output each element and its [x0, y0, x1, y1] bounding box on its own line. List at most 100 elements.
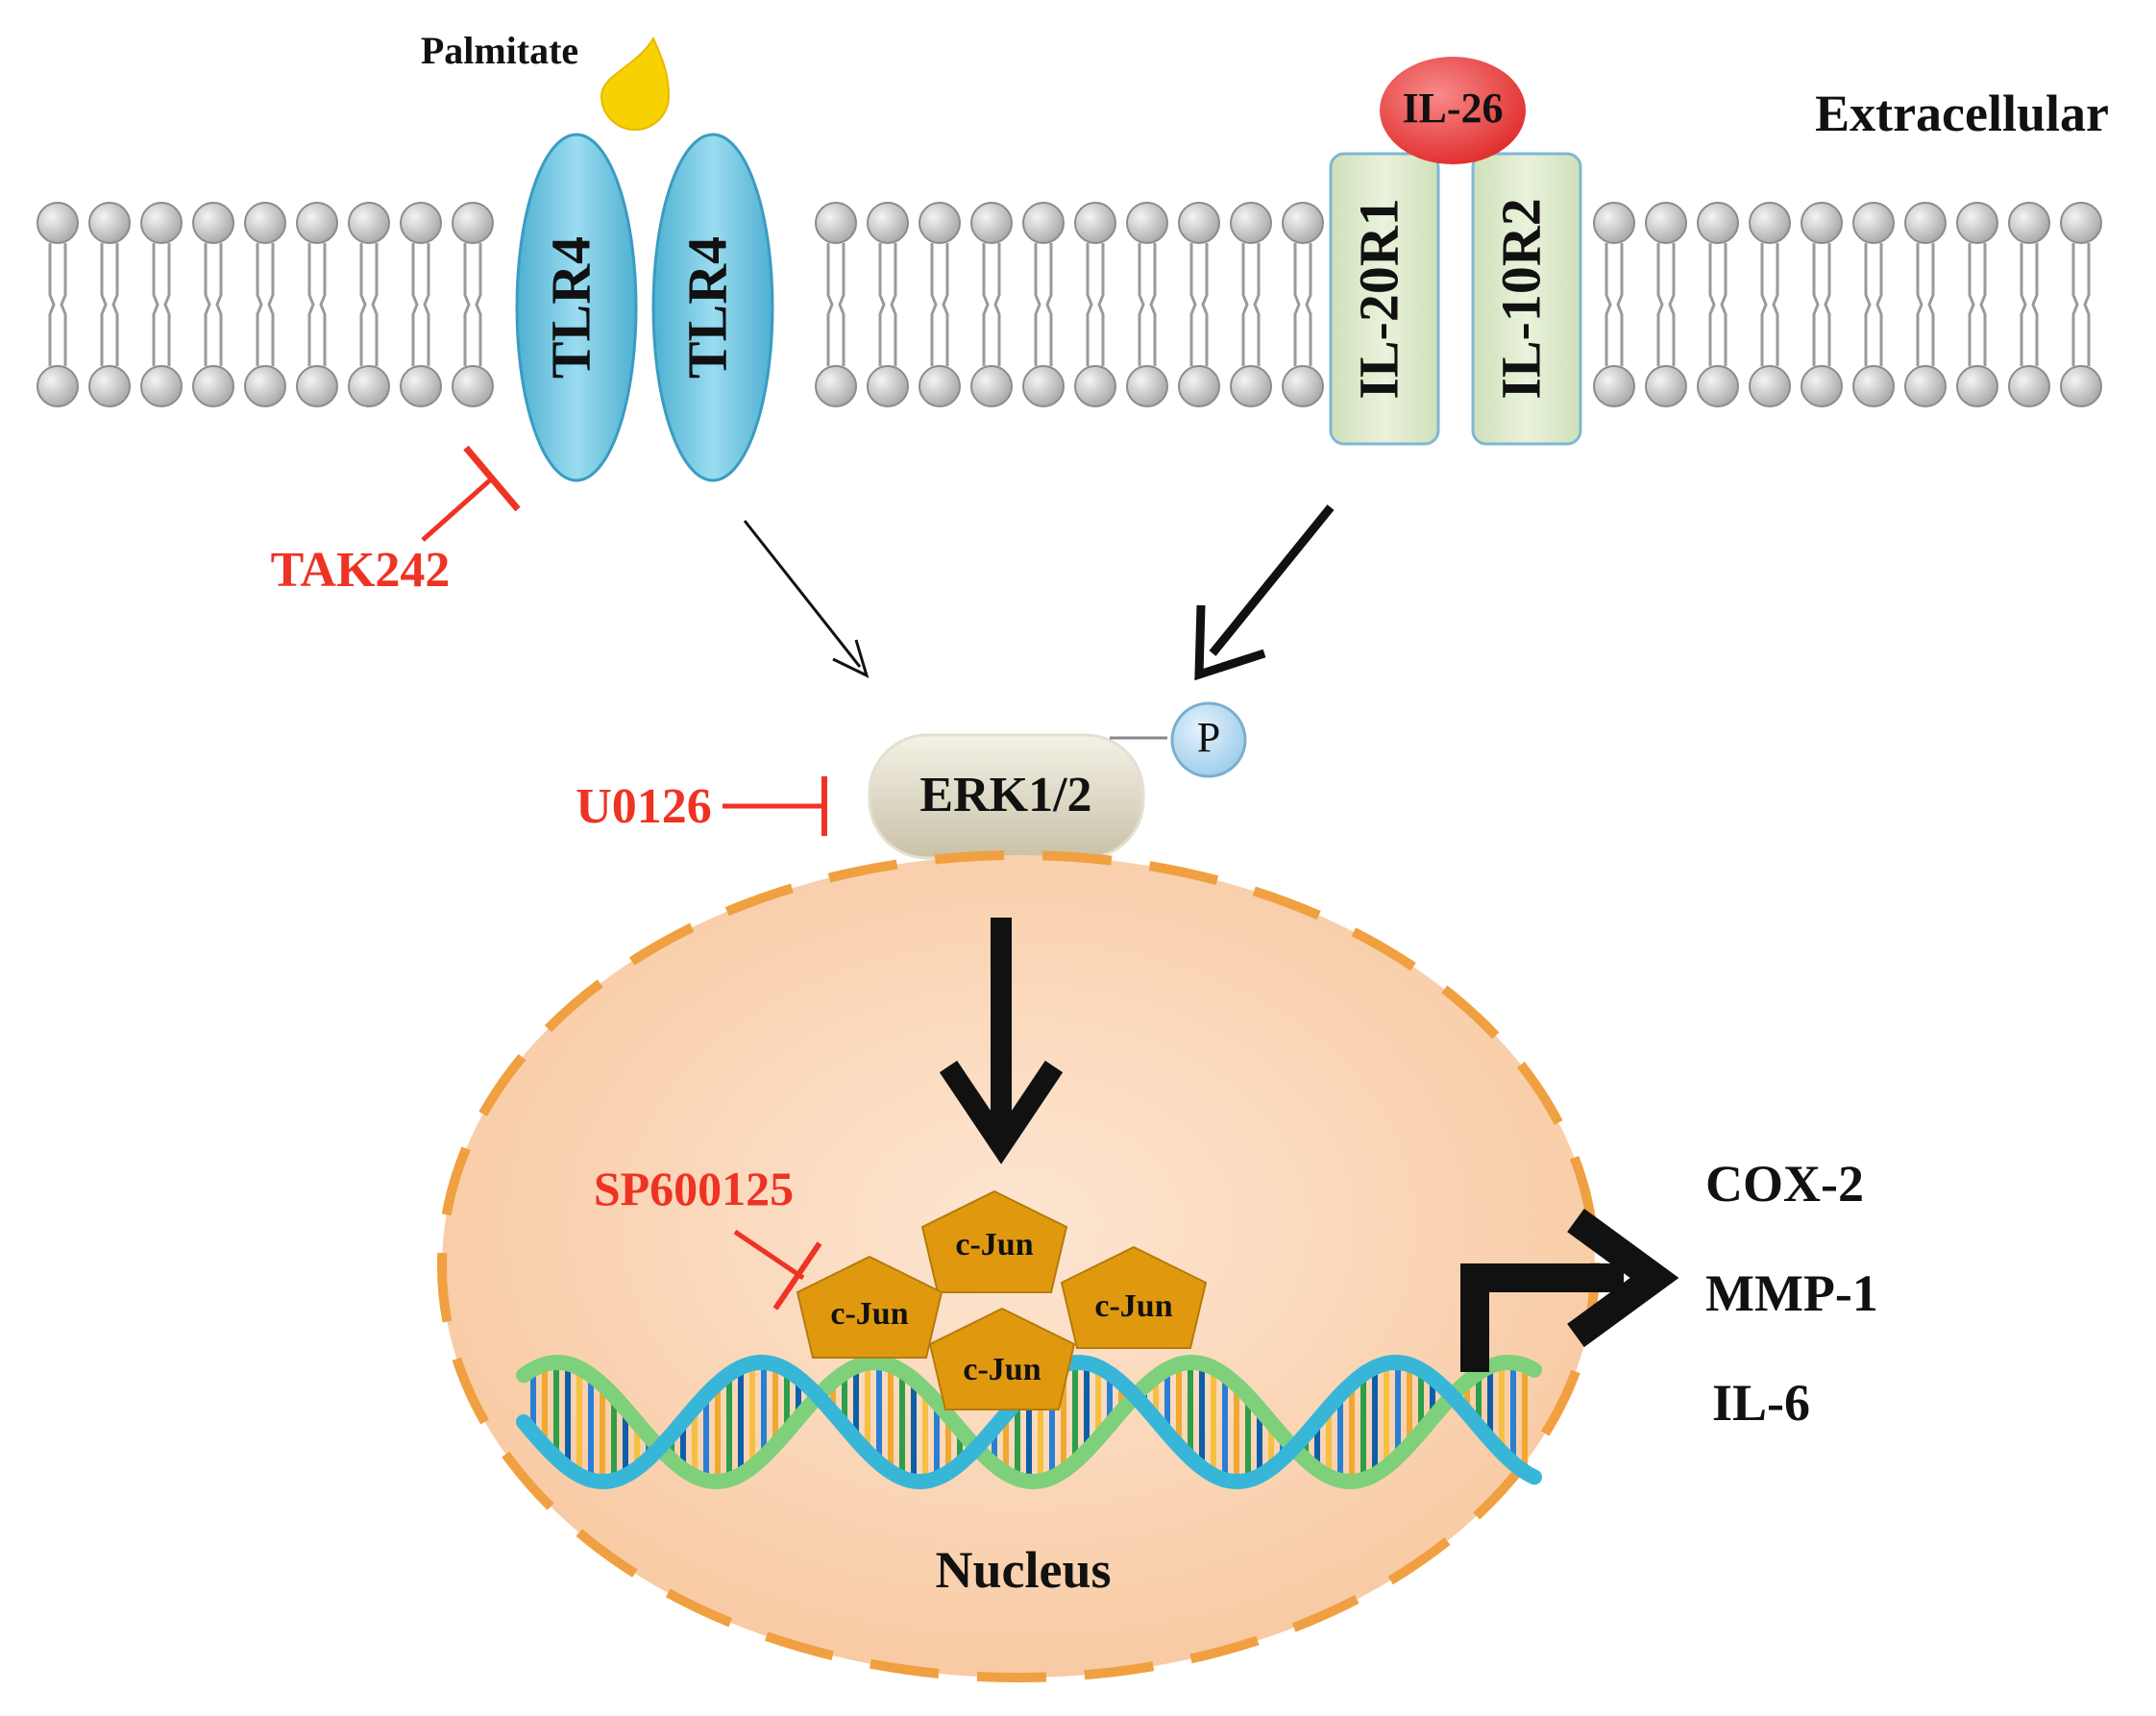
lipid-tail — [1916, 243, 1935, 366]
sp600125-inhibition — [733, 1229, 822, 1311]
lipid-head — [1645, 202, 1687, 244]
lipid-head — [1749, 365, 1791, 407]
lipid-head — [244, 365, 286, 407]
il20r1-label: IL-20R1 — [1347, 198, 1409, 399]
transcription-arrow — [1460, 1208, 1679, 1372]
arrow-il26-receptor-to-erk — [1194, 504, 1335, 681]
lipid-head — [1852, 365, 1895, 407]
lipid-tail — [2020, 243, 2039, 366]
il26-label: IL-26 — [1402, 85, 1503, 132]
dna-strand-green — [516, 1354, 1542, 1490]
lipid-head — [2060, 365, 2102, 407]
lipid-head — [1697, 202, 1739, 244]
palmitate-label: Palmitate — [421, 29, 578, 72]
lipid-head — [1230, 365, 1272, 407]
lipid-tail — [1968, 243, 1987, 366]
lipid-head — [1749, 202, 1791, 244]
lipid-tail — [48, 243, 67, 366]
cjun-protein-left: c-Jun — [796, 1255, 943, 1359]
erk-kinase: ERK1/2 — [868, 733, 1145, 860]
lipid-tail — [411, 243, 430, 366]
lipid-tail — [2071, 243, 2091, 366]
lipid-head — [919, 365, 961, 407]
lipid-head — [37, 202, 79, 244]
il10r2-label: IL-10R2 — [1489, 198, 1552, 399]
lipid-tail — [930, 243, 949, 366]
lipid-head — [37, 365, 79, 407]
phospho-group: P — [1170, 701, 1247, 778]
lipid-tail — [1864, 243, 1883, 366]
tlr4-receptor-right: TLR4 — [651, 133, 774, 482]
cjun-right-label: c-Jun — [1094, 1288, 1172, 1324]
lipid-tail — [100, 243, 119, 366]
lipid-tail — [204, 243, 223, 366]
cjun-protein-top: c-Jun — [920, 1189, 1068, 1293]
phospho-label: P — [1197, 714, 1220, 761]
gene-cox2: COX-2 — [1705, 1155, 1864, 1213]
il10r2-receptor: IL-10R2 — [1471, 152, 1582, 446]
lipid-tail — [1812, 243, 1831, 366]
lipid-head — [970, 202, 1013, 244]
lipid-head — [1645, 365, 1687, 407]
lipid-head — [400, 365, 442, 407]
cjun-left-label: c-Jun — [830, 1296, 908, 1332]
gene-mmp1: MMP-1 — [1705, 1264, 1878, 1322]
lipid-head — [140, 365, 183, 407]
cjun-bottom-label: c-Jun — [963, 1352, 1041, 1387]
il20r1-receptor: IL-20R1 — [1329, 152, 1440, 446]
lipid-head — [2008, 202, 2050, 244]
lipid-tail — [1293, 243, 1312, 366]
lipid-head — [2008, 365, 2050, 407]
lipid-head — [452, 365, 494, 407]
lipid-tail — [152, 243, 171, 366]
lipid-tail — [1656, 243, 1676, 366]
lipid-head — [1852, 202, 1895, 244]
lipid-head — [1178, 365, 1220, 407]
lipid-head — [815, 202, 857, 244]
lipid-head — [815, 365, 857, 407]
extracellular-label: Extracellular — [1815, 85, 2109, 142]
lipid-tail — [1086, 243, 1105, 366]
lipid-head — [88, 365, 131, 407]
tlr4-left-label: TLR4 — [539, 236, 601, 379]
lipid-head — [1593, 202, 1635, 244]
lipid-tail — [878, 243, 897, 366]
u0126-inhibition — [723, 776, 827, 836]
lipid-head — [1178, 202, 1220, 244]
lipid-head — [348, 365, 390, 407]
lipid-head — [1282, 365, 1324, 407]
palmitate-droplet — [600, 36, 671, 131]
lipid-tail — [826, 243, 845, 366]
lipid-head — [1956, 202, 1998, 244]
tak242-label: TAK242 — [271, 543, 451, 598]
lipid-head — [1956, 365, 1998, 407]
lipid-tail — [1708, 243, 1727, 366]
lipid-head — [2060, 202, 2102, 244]
lipid-head — [348, 202, 390, 244]
lipid-head — [452, 202, 494, 244]
lipid-head — [192, 202, 234, 244]
lipid-tail — [307, 243, 327, 366]
gene-il6: IL-6 — [1712, 1374, 1810, 1432]
lipid-head — [1022, 365, 1065, 407]
lipid-head — [192, 365, 234, 407]
lipid-head — [919, 202, 961, 244]
sp600125-label: SP600125 — [594, 1162, 794, 1215]
lipid-head — [1801, 202, 1843, 244]
lipid-tail — [463, 243, 482, 366]
arrow-erk-to-nucleus — [939, 918, 1064, 1164]
nucleus-label: Nucleus — [935, 1541, 1111, 1599]
lipid-head — [1074, 365, 1116, 407]
lipid-tail — [1241, 243, 1261, 366]
lipid-head — [970, 365, 1013, 407]
lipid-tail — [982, 243, 1001, 366]
lipid-tail — [1034, 243, 1053, 366]
cjun-protein-right: c-Jun — [1060, 1245, 1208, 1349]
lipid-head — [400, 202, 442, 244]
lipid-head — [1801, 365, 1843, 407]
lipid-bilayer-membrane — [37, 202, 2102, 407]
lipid-tail — [1760, 243, 1779, 366]
erk-label: ERK1/2 — [919, 768, 1091, 822]
lipid-tail — [1189, 243, 1209, 366]
lipid-head — [1230, 202, 1272, 244]
